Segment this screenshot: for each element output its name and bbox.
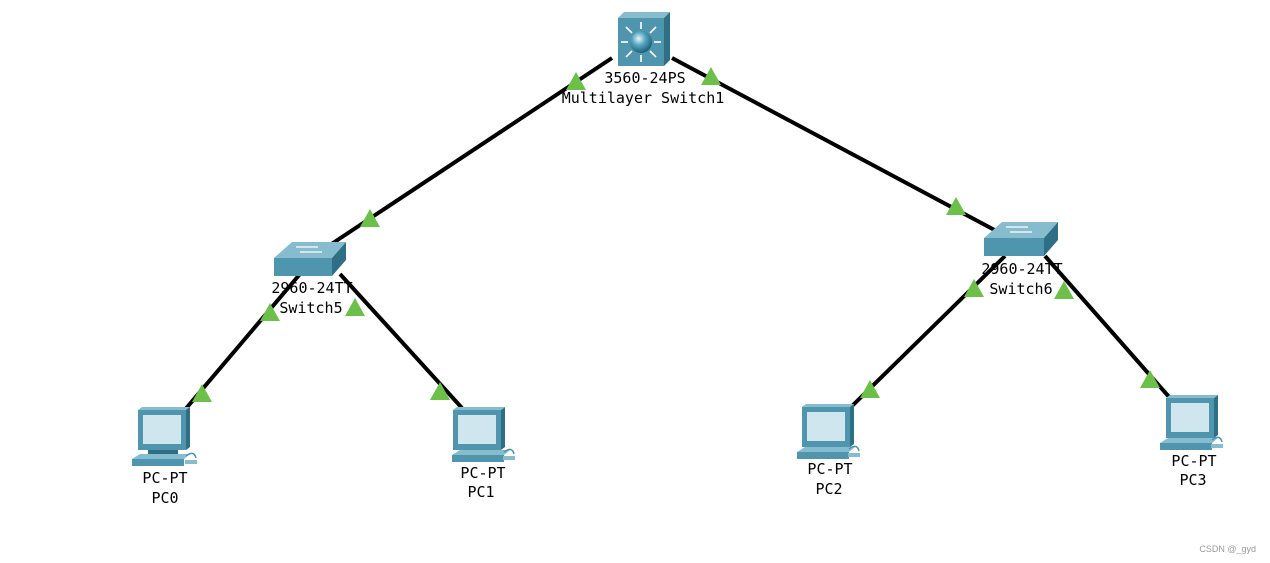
switch-icon bbox=[274, 242, 346, 276]
link-up-indicator bbox=[360, 209, 380, 227]
pc-icon bbox=[797, 404, 860, 459]
link-up-indicator bbox=[1140, 370, 1160, 388]
device-name-label: PC3 bbox=[1179, 471, 1206, 489]
link-up-indicator bbox=[566, 72, 586, 90]
pc1[interactable]: PC-PT PC1 bbox=[452, 407, 515, 501]
device-model-label: PC-PT bbox=[142, 469, 187, 487]
pc0[interactable]: PC-PT PC0 bbox=[132, 407, 197, 507]
switch5[interactable]: 2960-24TT Switch5 bbox=[271, 242, 353, 317]
pc2[interactable]: PC-PT PC2 bbox=[797, 404, 860, 498]
device-model-label: PC-PT bbox=[460, 464, 505, 482]
pc-icon bbox=[132, 407, 197, 466]
device-model-label: PC-PT bbox=[1171, 452, 1216, 470]
device-name-label: Switch6 bbox=[989, 280, 1052, 298]
link-up-indicator bbox=[701, 67, 721, 85]
device-model-label: PC-PT bbox=[807, 460, 852, 478]
pc-icon bbox=[452, 407, 515, 462]
watermark: CSDN @_gyd bbox=[1199, 544, 1256, 554]
device-name-label: PC1 bbox=[467, 483, 494, 501]
link-multilayer-switch5[interactable] bbox=[328, 56, 614, 247]
link-up-indicator bbox=[946, 197, 966, 215]
device-model-label: 2960-24TT bbox=[271, 279, 352, 297]
device-name-label: PC2 bbox=[815, 480, 842, 498]
link-multilayer-switch6[interactable] bbox=[671, 56, 1003, 236]
device-model-label: 2960-24TT bbox=[981, 260, 1062, 278]
multilayer-switch1[interactable]: 3560-24PS Multilayer Switch1 bbox=[562, 12, 725, 107]
device-name-label: Multilayer Switch1 bbox=[562, 89, 725, 107]
pc3[interactable]: PC-PT PC3 bbox=[1160, 395, 1223, 489]
multilayer-switch-icon bbox=[618, 12, 670, 66]
device-model-label: 3560-24PS bbox=[604, 69, 685, 87]
link-up-indicator bbox=[430, 382, 450, 400]
links bbox=[181, 56, 1172, 414]
link-up-indicator bbox=[345, 298, 365, 316]
link-indicators bbox=[192, 67, 1160, 402]
link-up-indicator bbox=[964, 279, 984, 297]
switch-icon bbox=[984, 222, 1058, 256]
device-name-label: PC0 bbox=[151, 489, 178, 507]
pc-icon bbox=[1160, 395, 1223, 450]
link-up-indicator bbox=[260, 303, 280, 321]
device-name-label: Switch5 bbox=[279, 299, 342, 317]
link-up-indicator bbox=[860, 380, 880, 398]
link-up-indicator bbox=[192, 384, 212, 402]
switch6[interactable]: 2960-24TT Switch6 bbox=[981, 222, 1063, 298]
link-up-indicator bbox=[1054, 281, 1074, 299]
link-switch5-pc1[interactable] bbox=[338, 272, 464, 410]
link-switch6-pc2[interactable] bbox=[848, 254, 1007, 410]
